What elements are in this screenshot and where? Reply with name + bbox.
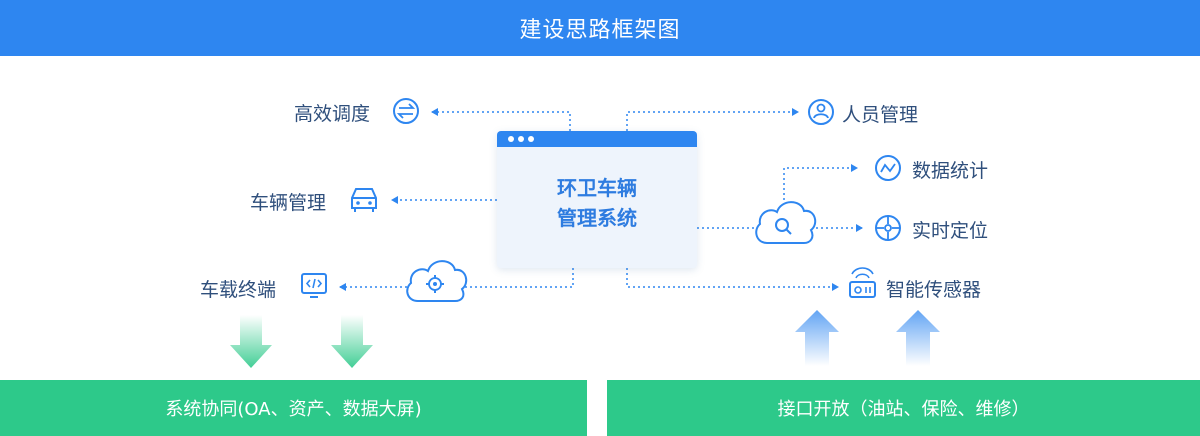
connector-stats [783, 164, 858, 200]
crosshair-icon [875, 215, 901, 241]
connector-terminal-a [463, 268, 574, 288]
swap-icon [393, 98, 419, 124]
label-vehicle-management: 车辆管理 [250, 192, 327, 214]
window-dot-icon [528, 136, 534, 142]
connector-dispatch [431, 108, 571, 131]
down-arrow-right [331, 315, 373, 368]
page-header: 建设思路框架图 [0, 0, 1200, 56]
up-arrow-left [795, 310, 839, 366]
system-name: 环卫车辆 管理系统 [497, 173, 697, 233]
card-title-bar [497, 131, 697, 147]
label-staff-management: 人员管理 [842, 104, 919, 126]
trend-icon [875, 155, 901, 181]
connector-sensor [626, 268, 839, 291]
system-name-line1: 环卫车辆 [557, 176, 637, 200]
up-arrow-right [896, 310, 940, 366]
sensor-icon [849, 267, 876, 298]
cloud-search-icon [755, 201, 817, 244]
footer-right-text: 接口开放（油站、保险、维修） [777, 399, 1030, 420]
footer-system-collaboration: 系统协同(OA、资产、数据大屏) [0, 380, 587, 436]
footer-open-interfaces: 接口开放（油站、保险、维修） [607, 380, 1200, 436]
down-arrow-left [230, 315, 272, 368]
system-name-line2: 管理系统 [557, 206, 637, 230]
page-title: 建设思路框架图 [519, 18, 681, 43]
person-icon [808, 99, 834, 125]
code-terminal-icon [301, 273, 327, 298]
label-data-statistics: 数据统计 [912, 160, 989, 182]
label-realtime-location: 实时定位 [912, 220, 989, 242]
cloud-gear-icon [406, 260, 468, 302]
car-icon [351, 188, 377, 212]
connectors [339, 108, 863, 291]
label-vehicle-terminal: 车载终端 [200, 279, 277, 301]
connector-staff [626, 108, 799, 131]
label-dispatch: 高效调度 [294, 103, 371, 125]
center-system-card: 环卫车辆 管理系统 [497, 131, 697, 268]
label-smart-sensor: 智能传感器 [886, 279, 982, 301]
window-dot-icon [518, 136, 524, 142]
footer-left-text: 系统协同(OA、资产、数据大屏) [165, 399, 422, 420]
window-dot-icon [508, 136, 514, 142]
